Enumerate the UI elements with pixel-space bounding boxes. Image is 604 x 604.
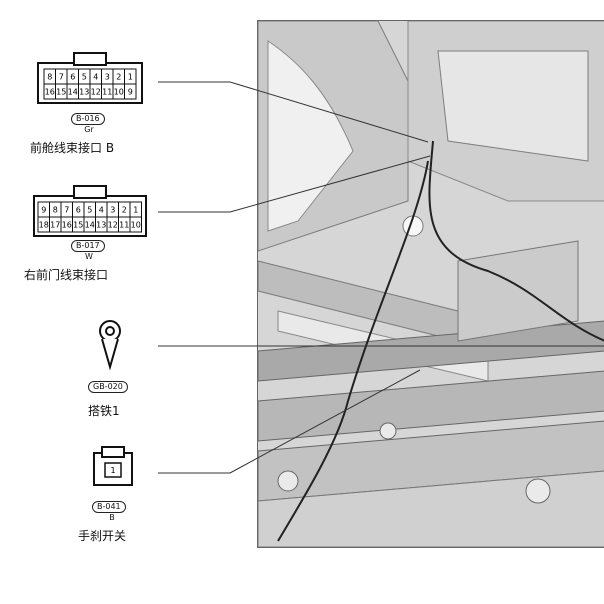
b017-pin-label: 1 [133,206,138,215]
b016-pin-label: 6 [70,73,75,82]
b016-pin-label: 13 [79,88,89,97]
b016-pin-label: 12 [91,88,101,97]
color-code-b016: Gr [84,125,94,134]
b016-pin-label: 1 [128,73,133,82]
b016-pin-label: 15 [56,88,66,97]
ground-terminal-icon [99,320,121,371]
handbrake-switch-icon: 1 [93,446,133,486]
label-b016: 前舱线束接口 B [30,141,115,155]
b017-pin-label: 16 [62,221,72,230]
b041-pin-1: 1 [110,466,115,475]
b016-pin-label: 4 [93,73,98,82]
label-b041: 手刹开关 [78,529,127,543]
b017-pin-label: 5 [87,206,92,215]
b017-pin-label: 4 [99,206,104,215]
code-b016-pill: B-016 [71,113,105,125]
b016-pin-label: 11 [102,88,112,97]
label-gb020: 搭铁1 [88,404,120,418]
b017-pin-cell [129,216,142,233]
b017-pin-label: 8 [53,206,58,215]
b017-pin-label: 6 [76,206,81,215]
b017-pin-label: 12 [108,221,118,230]
b016-pin-label: 16 [45,88,55,97]
b016-pin-label: 9 [128,88,133,97]
b016-pin-cell [124,83,137,100]
legend-item-gb020: GB-020 搭铁1 [70,315,150,425]
b017-pin-label: 13 [96,221,106,230]
b017-pin-label: 14 [85,221,95,230]
b017-pin-label: 7 [64,206,69,215]
b017-pin-label: 15 [73,221,83,230]
b017-pin-label: 11 [119,221,129,230]
b016-pin-label: 5 [82,73,87,82]
b016-pin-label: 7 [59,73,64,82]
b016-pin-label: 8 [47,73,52,82]
vehicle-floor-svg [258,21,604,547]
b016-pin-label: 14 [68,88,78,97]
b017-pin-label: 2 [122,206,127,215]
color-code-b017: W [85,252,93,261]
legend-item-b041: 1 B-041 B 手刹开关 [74,445,154,555]
b016-pin-label: 3 [105,73,110,82]
b017-pin-label: 17 [50,221,60,230]
code-b041-pill: B-041 [92,501,126,513]
code-b017-pill: B-017 [71,240,105,252]
vehicle-floor-illustration [257,20,604,548]
label-b017: 右前门线束接口 [24,268,109,282]
b017-pin-label: 3 [110,206,115,215]
b016-pin-label: 10 [114,88,124,97]
code-gb020-pill: GB-020 [88,381,128,393]
b016-pin-label: 2 [116,73,121,82]
b017-pin-label: 10 [131,221,141,230]
b017-pin-label: 18 [39,221,49,230]
b017-pin-label: 9 [41,206,46,215]
color-code-b041: B [109,513,115,522]
